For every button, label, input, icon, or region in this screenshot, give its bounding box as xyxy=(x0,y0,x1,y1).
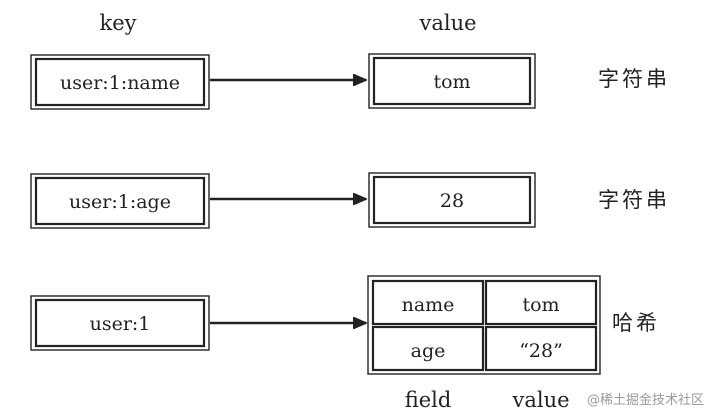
hash-table-outline xyxy=(367,275,601,375)
key-label: user:1:age xyxy=(69,191,171,213)
type-label: 字符串 xyxy=(598,67,670,91)
type-label: 字符串 xyxy=(598,188,670,212)
value-header: value xyxy=(418,11,476,35)
key-box xyxy=(34,57,206,107)
field-caption: field xyxy=(405,388,452,412)
key-box-outline xyxy=(30,54,210,110)
key-box-outline xyxy=(30,173,210,229)
hash-field-cell xyxy=(371,325,485,372)
key-box xyxy=(34,176,206,226)
hash-field-label: age xyxy=(411,340,446,362)
value-box xyxy=(372,175,532,225)
value-box-outline xyxy=(368,172,536,228)
key-label: user:1 xyxy=(90,313,151,335)
hash-field-cell xyxy=(371,279,485,326)
hash-table: name tom age “28” xyxy=(367,275,601,375)
value-box xyxy=(372,56,532,106)
hash-field-label: name xyxy=(402,294,455,316)
type-label: 哈希 xyxy=(612,311,660,335)
value-label: tom xyxy=(433,71,470,93)
hash-value-cell xyxy=(484,325,598,372)
key-header: key xyxy=(99,11,136,35)
row-user-age: user:1:age 28 字符串 xyxy=(30,172,670,229)
key-box-outline xyxy=(30,295,210,351)
value-box-outline xyxy=(368,53,536,109)
row-user-name: user:1:name tom 字符串 xyxy=(30,53,670,110)
key-box xyxy=(34,298,206,348)
hash-value-label: “28” xyxy=(519,340,563,362)
value-caption: value xyxy=(511,388,569,412)
value-label: 28 xyxy=(440,190,464,212)
hash-value-cell xyxy=(484,279,598,326)
hash-value-label: tom xyxy=(522,294,559,316)
watermark-text: @稀土掘金技术社区 xyxy=(587,392,704,408)
key-label: user:1:name xyxy=(60,72,180,94)
row-user-hash: user:1 name tom age “28” 哈希 xyxy=(30,275,660,375)
